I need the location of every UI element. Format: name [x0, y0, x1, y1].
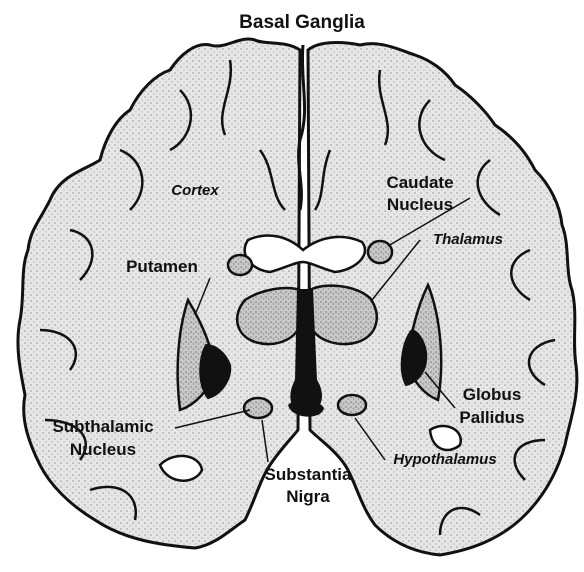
- lateral-ventricles: [245, 235, 365, 272]
- subthalamic-nucleus-left: [244, 398, 272, 418]
- caudate-nucleus-left: [228, 255, 252, 275]
- label-caudate-line1: Caudate: [386, 173, 453, 192]
- subthalamic-nucleus-right: [338, 395, 366, 415]
- label-hypothalamus: Hypothalamus: [393, 451, 496, 468]
- label-thalamus: Thalamus: [433, 231, 503, 248]
- label-globus-line2: Pallidus: [459, 408, 524, 427]
- label-cortex: Cortex: [171, 182, 219, 199]
- label-globus-line1: Globus: [463, 385, 522, 404]
- label-subthalamic-line1: Subthalamic: [52, 417, 153, 436]
- diagram-title: Basal Ganglia: [239, 12, 365, 33]
- label-caudate-line2: Nucleus: [387, 195, 453, 214]
- label-putamen: Putamen: [126, 257, 198, 276]
- caudate-nucleus-right: [368, 241, 392, 263]
- label-substantia-line1: Substantia: [265, 465, 352, 484]
- thalamus-right: [310, 286, 377, 344]
- label-subthalamic-line2: Nucleus: [70, 440, 136, 459]
- label-substantia-line2: Nigra: [286, 487, 330, 506]
